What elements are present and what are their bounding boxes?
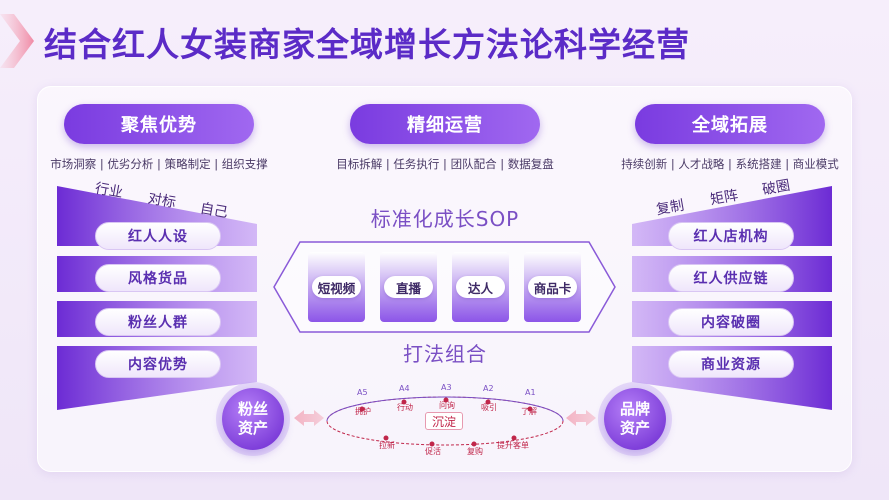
stage-code-a5: A5: [357, 388, 368, 397]
stage-word-a1: 了解: [521, 407, 537, 416]
stage-word-a3: 问询: [439, 401, 455, 410]
block-short-video: 短视频: [308, 252, 365, 322]
block-influencer-label: 达人: [456, 276, 505, 298]
stage-code-a2: A2: [483, 384, 494, 393]
action-word-4: 提升客单: [497, 441, 529, 450]
block-product-card-label: 商品卡: [528, 276, 577, 298]
title-arrow-icon: [0, 14, 34, 68]
left-item-3: 粉丝人群: [95, 308, 221, 336]
right-item-1: 红人店机构: [668, 222, 794, 250]
block-live-label: 直播: [384, 276, 433, 298]
right-item-4: 商业资源: [668, 350, 794, 378]
circle-brand-assets-line2: 资产: [619, 419, 650, 437]
stage-code-a1: A1: [525, 388, 536, 397]
combo-title: 打法组合: [403, 342, 487, 366]
action-word-1: 拉新: [379, 441, 395, 450]
right-double-arrow-icon: [566, 410, 596, 426]
stage-code-a4: A4: [399, 384, 410, 393]
circle-fan-assets-line1: 粉丝: [237, 400, 268, 418]
stage-word-a5: 拥护: [355, 407, 371, 416]
stage-word-a2: 吸引: [481, 403, 497, 412]
action-word-2: 促活: [425, 447, 441, 456]
sop-title: 标准化成长SOP: [370, 207, 520, 231]
left-item-1: 红人人设: [95, 222, 221, 250]
right-item-3: 内容破圈: [668, 308, 794, 336]
loop-diagram: [294, 396, 596, 447]
header-focus-advantage: 聚焦优势: [64, 104, 254, 144]
block-short-video-label: 短视频: [312, 276, 361, 298]
page-title: 结合红人女装商家全域增长方法论科学经营: [44, 25, 690, 64]
circle-brand-assets-line1: 品牌: [619, 400, 650, 418]
action-word-3: 复购: [467, 447, 483, 456]
left-subtitle: 市场洞察 | 优劣分析 | 策略制定 | 组织支撑: [50, 157, 268, 171]
circle-fan-assets-line2: 资产: [237, 419, 268, 437]
block-live: 直播: [380, 252, 437, 322]
left-item-2: 风格货品: [95, 264, 221, 292]
right-item-2: 红人供应链: [668, 264, 794, 292]
block-product-card: 商品卡: [524, 252, 581, 322]
circle-brand-assets: 品牌 资产: [604, 388, 666, 450]
center-subtitle: 目标拆解 | 任务执行 | 团队配合 | 数据复盘: [336, 157, 554, 171]
stage-code-a3: A3: [441, 383, 452, 392]
stage-word-a4: 行动: [397, 403, 413, 412]
header-omni-expansion: 全域拓展: [635, 104, 825, 144]
left-double-arrow-icon: [294, 410, 324, 426]
header-fine-operation: 精细运营: [350, 104, 540, 144]
sediment-label: 沉淀: [425, 412, 463, 430]
block-influencer: 达人: [452, 252, 509, 322]
circle-fan-assets: 粉丝 资产: [222, 388, 284, 450]
left-item-4: 内容优势: [95, 350, 221, 378]
right-subtitle: 持续创新 | 人才战略 | 系统搭建 | 商业模式: [621, 157, 839, 171]
